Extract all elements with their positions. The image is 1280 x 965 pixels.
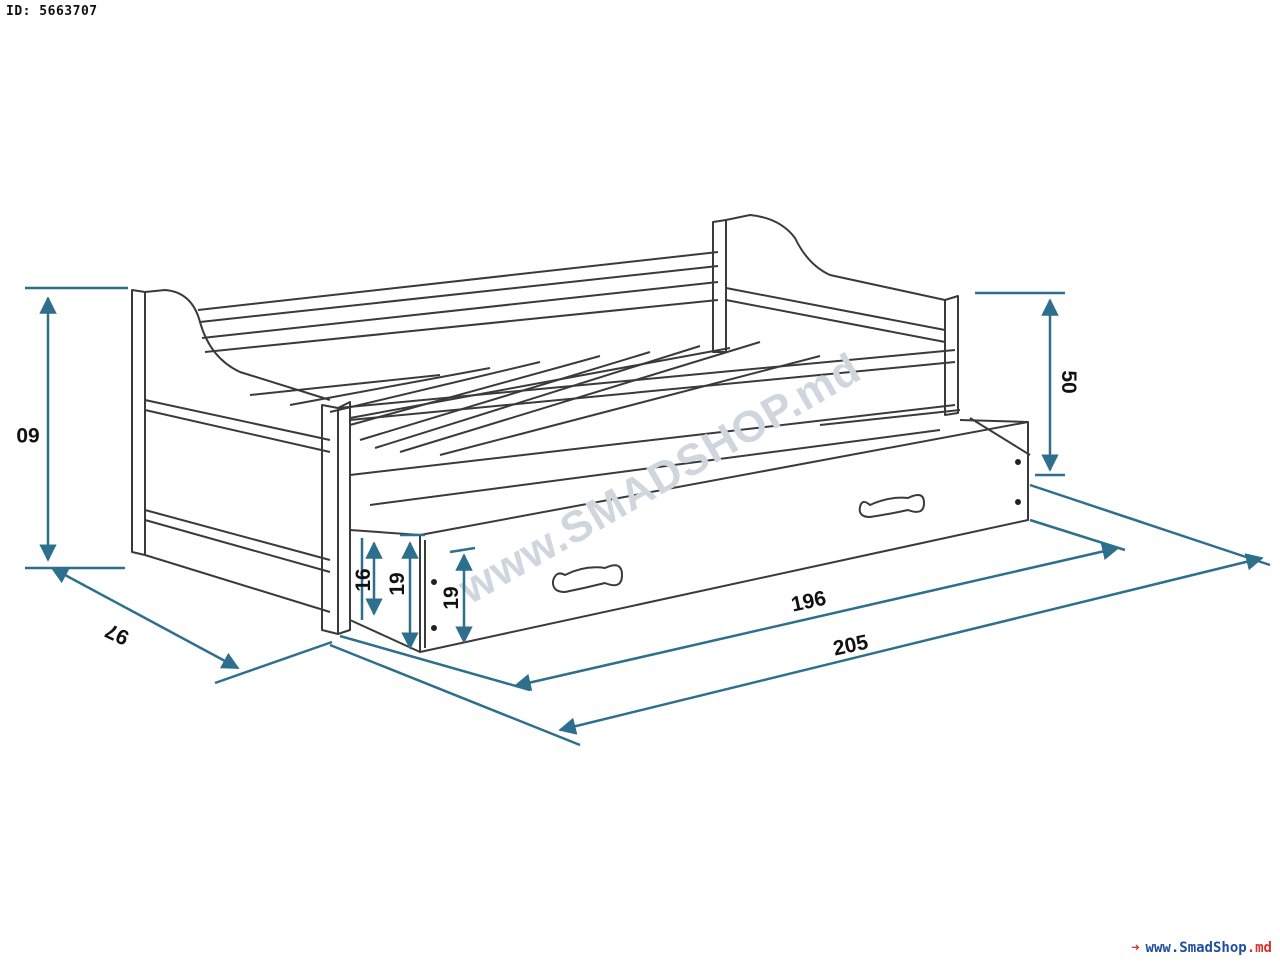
footer-tld: .md — [1246, 940, 1272, 956]
dimension-lines — [25, 286, 1271, 747]
label-drawer-depth: 16 — [352, 568, 375, 591]
label-height-back: 50 — [1057, 370, 1080, 393]
right-headboard — [712, 214, 959, 416]
label-drawer-height: 19 — [386, 572, 409, 595]
footer-brand-name: SmadShop — [1179, 940, 1247, 956]
label-height-total: 60 — [16, 423, 39, 446]
left-headboard — [131, 289, 331, 613]
drawer-dots — [431, 459, 1021, 631]
label-drawer-front: 19 — [440, 586, 463, 609]
watermark-text: www.SMADSHOP.md — [450, 344, 869, 614]
bed-outline — [131, 214, 1031, 653]
image-id-label: ID: 5663707 — [6, 4, 98, 19]
footer-www: www. — [1145, 940, 1180, 956]
footer-brand-link[interactable]: ➜ www.SmadShop.md — [1131, 940, 1272, 956]
arrow-icon: ➜ — [1131, 940, 1140, 956]
label-length-inner: 196 — [789, 587, 828, 617]
front-rail — [337, 349, 961, 506]
front-post — [321, 401, 351, 635]
label-depth: 97 — [102, 619, 133, 650]
back-rails — [197, 251, 719, 353]
